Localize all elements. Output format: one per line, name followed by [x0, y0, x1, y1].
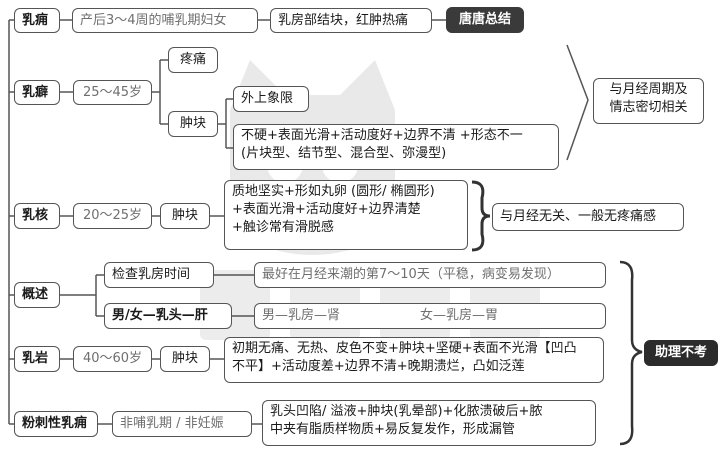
lump-rupi: 肿块 [168, 111, 218, 137]
age-rupi: 25～45岁 [73, 80, 152, 105]
exam-time-value: 最好在月经来潮的第7～10天（平稳，病变易发现） [254, 262, 606, 288]
lump-desc-rupi: 不硬+表面光滑+活动度好+边界不清 +形态不一 (片块型、结节型、混合型、弥漫型… [233, 124, 559, 170]
lump-desc-ruhe-line2: +表面光滑+活动度好+边界清楚 [232, 202, 421, 217]
meridian-values: 男—乳房—肾 女—乳房—胃 [254, 303, 606, 329]
disease-ruyong: 乳痈 [14, 8, 60, 33]
symptom-fenci-line2: 中夹有脂质样物质+易反复发作，形成漏管 [270, 422, 515, 437]
angle-brace-top [566, 44, 589, 161]
note-menstrual-related: 与月经周期及 情志密切相关 [593, 78, 704, 124]
lump-ruyan: 肿块 [160, 346, 210, 372]
age-ruhe: 20～25岁 [73, 203, 152, 229]
population-fenci: 非哺乳期 / 非妊娠 [112, 411, 252, 437]
curly-brace-right [619, 260, 643, 446]
summary-tag: 唐唐总结 [446, 7, 524, 33]
note-no-menstrual: 与月经无关、一般无疼痛感 [492, 203, 684, 231]
exam-time-label: 检查乳房时间 [104, 262, 214, 288]
lump-desc-ruhe-line3: +触诊常有滑脱感 [232, 220, 334, 235]
symptom-fenci: 乳头凹陷/ 溢液+肿块(乳晕部)+化脓溃破后+脓 中夹有脂质样物质+易反复发作，… [262, 400, 596, 446]
not-tested-tag: 助理不考 [644, 340, 718, 366]
lump-desc-rupi-line2: (片块型、结节型、混合型、弥漫型) [241, 146, 447, 161]
symptom-fenci-line1: 乳头凹陷/ 溢液+肿块(乳晕部)+化脓溃破后+脓 [270, 404, 543, 419]
curly-brace-mid [471, 180, 491, 252]
lump-desc-ruhe-line1: 质地坚实+形如丸卵 (圆形/ 椭圆形) [232, 184, 435, 199]
disease-ruyan: 乳岩 [14, 346, 60, 372]
meridian-label: 男/女—乳头—肝 [104, 303, 232, 329]
population-ruyong: 产后3～4周的哺乳期妇女 [72, 8, 258, 33]
disease-ruhe: 乳核 [14, 203, 60, 229]
lump-desc-ruyan: 初期无痛、无热、皮色不变+肿块+坚硬+表面不光滑【凹凸 不平】+活动度差+边界不… [224, 337, 604, 383]
meridian-male: 男—乳房—肾 [262, 308, 341, 323]
symptom-ruyong: 乳房部结块，红肿热痛 [270, 8, 432, 33]
lump-desc-ruyan-line2: 不平】+活动度差+边界不清+晚期溃烂，凸如泛莲 [232, 359, 525, 374]
pain-rupi: 疼痛 [168, 47, 218, 73]
lump-desc-ruhe: 质地坚实+形如丸卵 (圆形/ 椭圆形) +表面光滑+活动度好+边界清楚 +触诊常… [224, 180, 468, 250]
age-ruyan: 40～60岁 [73, 346, 152, 372]
lump-shape-rupi: 外上象限 [233, 86, 309, 112]
disease-fenci: 粉刺性乳痈 [14, 411, 98, 437]
overview-title: 概述 [14, 282, 60, 308]
lump-desc-rupi-line1: 不硬+表面光滑+活动度好+边界不清 +形态不一 [241, 128, 523, 143]
lump-desc-ruyan-line1: 初期无痛、无热、皮色不变+肿块+坚硬+表面不光滑【凹凸 [232, 341, 577, 356]
disease-rupi: 乳癖 [14, 80, 60, 105]
meridian-female: 女—乳房—胃 [420, 308, 499, 323]
note-menstrual-line2: 情志密切相关 [609, 100, 688, 115]
lump-ruhe: 肿块 [160, 203, 210, 229]
note-menstrual-line1: 与月经周期及 [609, 82, 688, 97]
